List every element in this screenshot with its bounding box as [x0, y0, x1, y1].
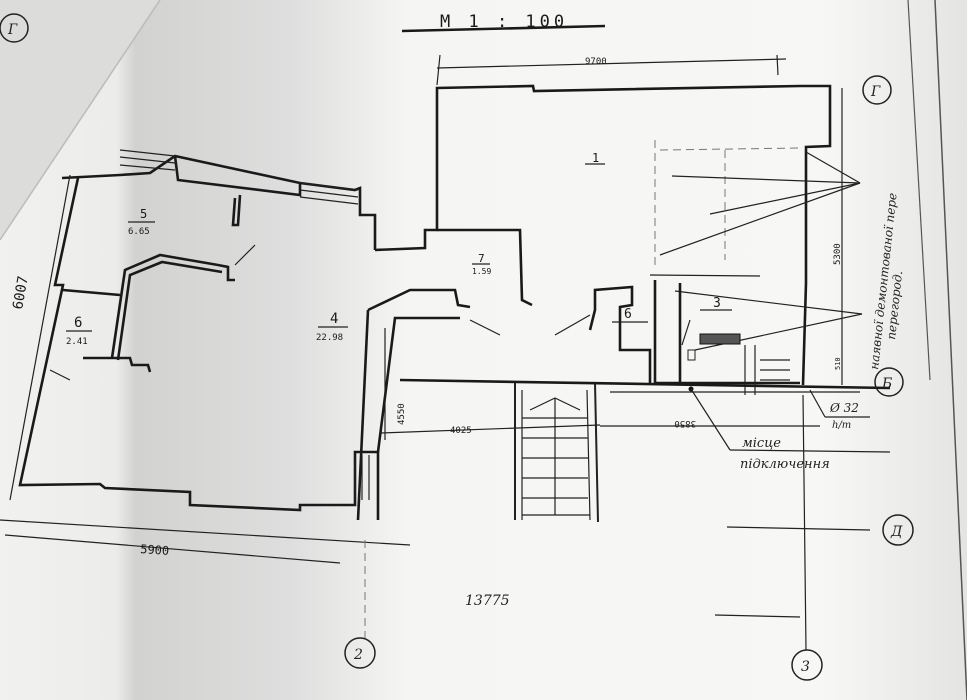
dim-total: 13775 — [465, 593, 510, 609]
axis-marker-b: Б — [881, 376, 892, 392]
axis-markers: Г Г Б Д 2 3 — [0, 13, 914, 681]
room-6-left-area: 2.41 — [66, 337, 88, 347]
dim-bottom-left: 5900 — [140, 542, 170, 558]
svg-text:місце: місце — [742, 436, 781, 451]
sheet-border — [934, 0, 967, 700]
axis-marker-3: 3 — [801, 659, 810, 675]
axis-marker-d: Д — [890, 524, 903, 540]
dim-mid-horizontal: 4025 — [450, 426, 472, 436]
room-7-number: 7 — [478, 252, 485, 265]
connection-point-note: місце підключення — [688, 386, 891, 472]
dim-right-small: 510 — [834, 357, 842, 370]
axis-marker-2: 2 — [353, 647, 363, 663]
svg-text:h/т: h/т — [832, 420, 851, 431]
svg-text:Ø 32: Ø 32 — [829, 401, 859, 415]
pipe-note: Ø 32 h/т — [809, 389, 870, 431]
room-4-area: 22.98 — [316, 333, 343, 343]
room-5-area: 6.65 — [128, 227, 150, 237]
wall-room-1 — [374, 84, 832, 386]
top-dimension: 9700 — [436, 54, 787, 86]
axis-marker-g-left: Г — [7, 22, 18, 38]
dim-right-height: 5300 — [833, 243, 843, 265]
room-6-right-number: 6 — [624, 307, 632, 322]
dim-right-horizontal: 3850 — [674, 418, 696, 428]
dim-left: 6007 — [10, 275, 32, 311]
room-3-number: 3 — [713, 296, 721, 311]
svg-text:9700: 9700 — [585, 57, 607, 67]
dim-mid-vertical: 4550 — [397, 403, 407, 425]
room-1-number: 1 — [592, 151, 599, 165]
room-5-number: 5 — [140, 207, 147, 221]
room-4-number: 4 — [330, 311, 338, 327]
room-6-left-number: 6 — [74, 315, 82, 331]
room-7-area: 1.59 — [472, 267, 491, 276]
axis-marker-g-right: Г — [870, 84, 881, 100]
svg-text:підключення: підключення — [740, 457, 830, 472]
central-stair — [514, 382, 599, 523]
